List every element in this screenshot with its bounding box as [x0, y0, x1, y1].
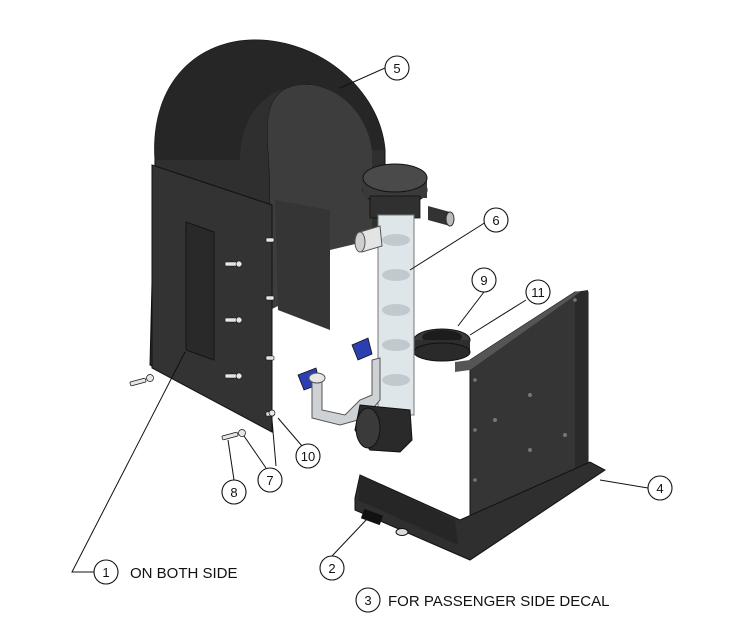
leader-7a [243, 435, 267, 469]
callout-6-label: 6 [492, 213, 499, 228]
leader-5 [339, 67, 386, 89]
callout-1-note: ON BOTH SIDE [130, 565, 238, 582]
leader-11 [469, 299, 527, 336]
callout-7-label: 7 [266, 473, 273, 488]
leader-4 [599, 479, 649, 489]
leader-6 [409, 221, 487, 271]
hood-cover [149, 39, 386, 433]
mounting-bracket [354, 290, 606, 561]
callout-5: 5 [384, 55, 410, 81]
callout-9-label: 9 [480, 273, 487, 288]
leader-1 [71, 351, 186, 573]
callout-10: 10 [295, 443, 321, 469]
uv-tube-assembly [297, 163, 455, 453]
callout-1: 1 ON BOTH SIDE [93, 559, 238, 585]
callout-11-label: 11 [531, 285, 545, 300]
callout-9: 9 [471, 267, 497, 293]
leader-lines [71, 67, 649, 573]
callout-8: 8 [221, 479, 247, 505]
callout-2-label: 2 [328, 561, 335, 576]
callout-4-label: 4 [656, 481, 663, 496]
loose-hardware [129, 374, 276, 441]
callout-1-label: 1 [102, 565, 109, 580]
callout-3-note: FOR PASSENGER SIDE DECAL [388, 593, 609, 610]
leader-10 [277, 417, 303, 447]
callout-11: 11 [525, 279, 551, 305]
callout-2: 2 [319, 555, 345, 581]
callout-3: 3 FOR PASSENGER SIDE DECAL [355, 587, 609, 613]
leader-7b [271, 419, 277, 467]
callout-5-label: 5 [393, 61, 400, 76]
leader-9 [457, 291, 485, 327]
callout-6: 6 [483, 207, 509, 233]
callout-4: 4 [647, 475, 673, 501]
leader-8 [227, 439, 235, 481]
callout-3-label: 3 [364, 593, 371, 608]
callout-7: 7 [257, 467, 283, 493]
callout-10-label: 10 [301, 449, 315, 464]
leader-2 [331, 517, 369, 557]
callout-8-label: 8 [230, 485, 237, 500]
